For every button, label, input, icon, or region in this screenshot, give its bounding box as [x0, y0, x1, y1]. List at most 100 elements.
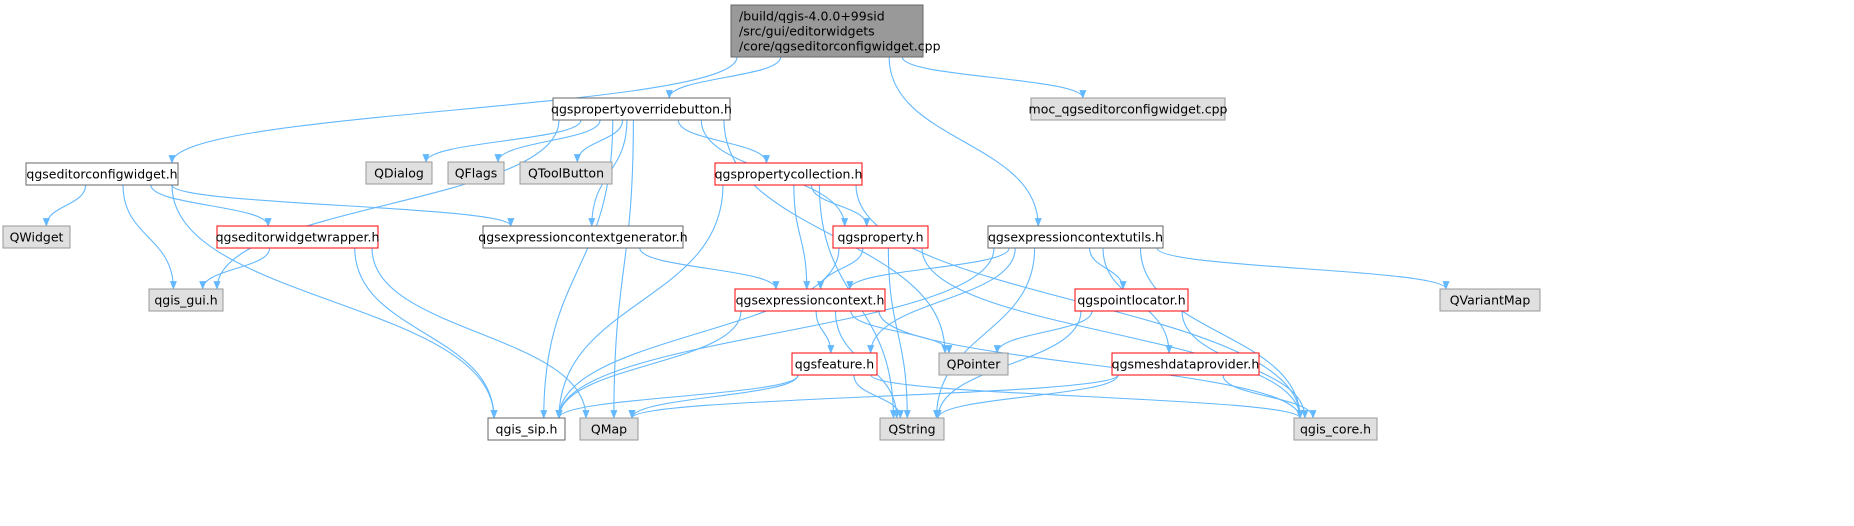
node-label-root-2: /core/qgseditorconfigwidget.cpp [739, 39, 941, 54]
node-box-qgisgui [148, 288, 224, 312]
node-label-qstring: QString [888, 422, 935, 437]
node-label-edwrap: qgseditorwidgetwrapper.h [216, 230, 380, 245]
node-qtoolbutton[interactable]: QToolButton [519, 161, 613, 185]
node-pointloc[interactable]: qgspointlocator.h [1074, 288, 1189, 312]
edge-exprutils-to-qvariantmap [1156, 247, 1450, 290]
edge-root-to-propoverride [665, 56, 782, 99]
node-box-qgissip [487, 417, 566, 441]
node-qmap[interactable]: QMap [579, 417, 639, 441]
edge-meshdp-to-qgiscore [1222, 374, 1317, 419]
node-qvariantmap[interactable]: QVariantMap [1439, 288, 1541, 312]
node-box-qflags [447, 161, 505, 185]
node-label-propoverride: qgspropertyoverridebutton.h [551, 102, 732, 117]
node-exprutils[interactable]: qgsexpressioncontextutils.h [987, 225, 1164, 249]
node-prop[interactable]: qgsproperty.h [832, 225, 929, 249]
edge-propoverride-to-qdialog [422, 119, 582, 163]
node-edconfh[interactable]: qgseditorconfigwidget.h [25, 162, 179, 186]
edge-exprutils-to-exprctx [846, 247, 1010, 290]
node-qgisgui[interactable]: qgis_gui.h [148, 288, 224, 312]
edge-prop-to-exprctx [817, 247, 864, 290]
node-qwidget[interactable]: QWidget [2, 225, 71, 249]
edge-exprctx-to-qgissip [555, 310, 742, 419]
edge-feature-to-qmap [628, 374, 799, 419]
node-label-root-1: /src/gui/editorwidgets [739, 24, 875, 39]
edge-propoverride-to-propcoll [677, 119, 770, 164]
edge-edconfh-to-edwrap [150, 184, 272, 227]
node-qstring[interactable]: QString [879, 417, 945, 441]
edge-feature-to-qgiscore [870, 374, 1304, 419]
edge-prop-to-qgissip [555, 247, 840, 419]
node-propcoll[interactable]: qgspropertycollection.h [714, 162, 863, 186]
node-box-qgiscore [1293, 417, 1378, 441]
edge-exprctx-to-feature [815, 310, 835, 354]
node-box-edconfh [25, 162, 179, 186]
node-propoverride[interactable]: qgspropertyoverridebutton.h [551, 97, 732, 121]
node-label-qgiscore: qgis_core.h [1300, 422, 1371, 437]
edge-root-to-edconfh [168, 56, 738, 164]
node-label-meshdp: qgsmeshdataprovider.h [1112, 357, 1260, 372]
node-label-qdialog: QDialog [374, 166, 424, 181]
node-feature[interactable]: qgsfeature.h [791, 352, 878, 376]
node-label-root-0: /build/qgis-4.0.0+99sid [739, 9, 885, 24]
node-box-prop [832, 225, 929, 249]
node-label-exprctx: qgsexpressioncontext.h [736, 293, 885, 308]
nodes-layer: /build/qgis-4.0.0+99sid/src/gui/editorwi… [2, 4, 1541, 441]
edge-propoverride-to-qflags [494, 119, 601, 163]
edge-exprctx-to-qpointer [850, 310, 953, 354]
edge-prop-to-qstring [887, 247, 911, 419]
node-label-exprgen: qgsexpressioncontextgenerator.h [478, 230, 687, 245]
edge-edwrap-to-qgissip [354, 247, 498, 419]
edge-edconfh-to-qwidget [42, 184, 87, 227]
node-box-qdialog [365, 161, 433, 185]
node-box-feature [791, 352, 878, 376]
node-box-qmap [579, 417, 639, 441]
node-label-edconfh: qgseditorconfigwidget.h [26, 167, 177, 182]
edge-feature-to-qgissip [555, 374, 799, 419]
edge-root-to-exprutils [888, 56, 1042, 227]
node-moc[interactable]: moc_qgseditorconfigwidget.cpp [1029, 97, 1228, 121]
edge-propoverride-to-qmap [610, 119, 634, 419]
node-label-qgissip: qgis_sip.h [496, 422, 558, 437]
node-box-exprctx [734, 288, 886, 312]
node-box-qvariantmap [1439, 288, 1541, 312]
node-exprgen[interactable]: qgsexpressioncontextgenerator.h [478, 225, 688, 249]
node-label-feature: qgsfeature.h [795, 357, 874, 372]
edge-propcoll-to-exprctx [793, 184, 811, 290]
edge-pointloc-to-qstring [934, 310, 1082, 419]
node-qflags[interactable]: QFlags [447, 161, 505, 185]
node-qgiscore[interactable]: qgis_core.h [1293, 417, 1378, 441]
edge-edwrap-to-qgisgui [199, 247, 271, 290]
edge-propcoll-to-prop [810, 184, 871, 227]
node-exprctx[interactable]: qgsexpressioncontext.h [734, 288, 886, 312]
node-box-exprgen [482, 225, 684, 249]
edge-edwrap-to-qmap [371, 247, 590, 419]
edge-meshdp-to-qstring [934, 374, 1119, 419]
edge-exprutils-to-qgiscore [1139, 247, 1304, 419]
edge-exprutils-to-qgissip [555, 247, 995, 419]
node-label-qtoolbutton: QToolButton [528, 166, 604, 181]
node-box-qstring [879, 417, 945, 441]
node-label-moc: moc_qgseditorconfigwidget.cpp [1029, 102, 1228, 117]
node-box-pointloc [1074, 288, 1189, 312]
node-box-edwrap [216, 225, 379, 249]
node-edwrap[interactable]: qgseditorwidgetwrapper.h [216, 225, 380, 249]
node-qgissip[interactable]: qgis_sip.h [487, 417, 566, 441]
node-meshdp[interactable]: qgsmeshdataprovider.h [1111, 352, 1260, 376]
edge-exprgen-to-exprctx [639, 247, 780, 290]
node-box-moc [1030, 97, 1226, 121]
edge-propoverride-to-qtoolbutton [573, 119, 624, 163]
node-qpointer[interactable]: QPointer [938, 352, 1009, 376]
node-label-qgisgui: qgis_gui.h [154, 293, 217, 308]
node-box-meshdp [1111, 352, 1260, 376]
edge-pointloc-to-qpointer [993, 310, 1093, 354]
node-root[interactable]: /build/qgis-4.0.0+99sid/src/gui/editorwi… [730, 4, 941, 58]
edge-root-to-moc [901, 56, 1087, 99]
node-label-qmap: QMap [591, 422, 627, 437]
edge-exprutils-to-pointloc [1088, 247, 1127, 290]
node-box-propcoll [714, 162, 863, 186]
node-label-qvariantmap: QVariantMap [1450, 293, 1531, 308]
edge-meshdp-to-qmap [628, 374, 1119, 419]
edge-propoverride-to-qgisgui [213, 119, 560, 290]
node-qdialog[interactable]: QDialog [365, 161, 433, 185]
